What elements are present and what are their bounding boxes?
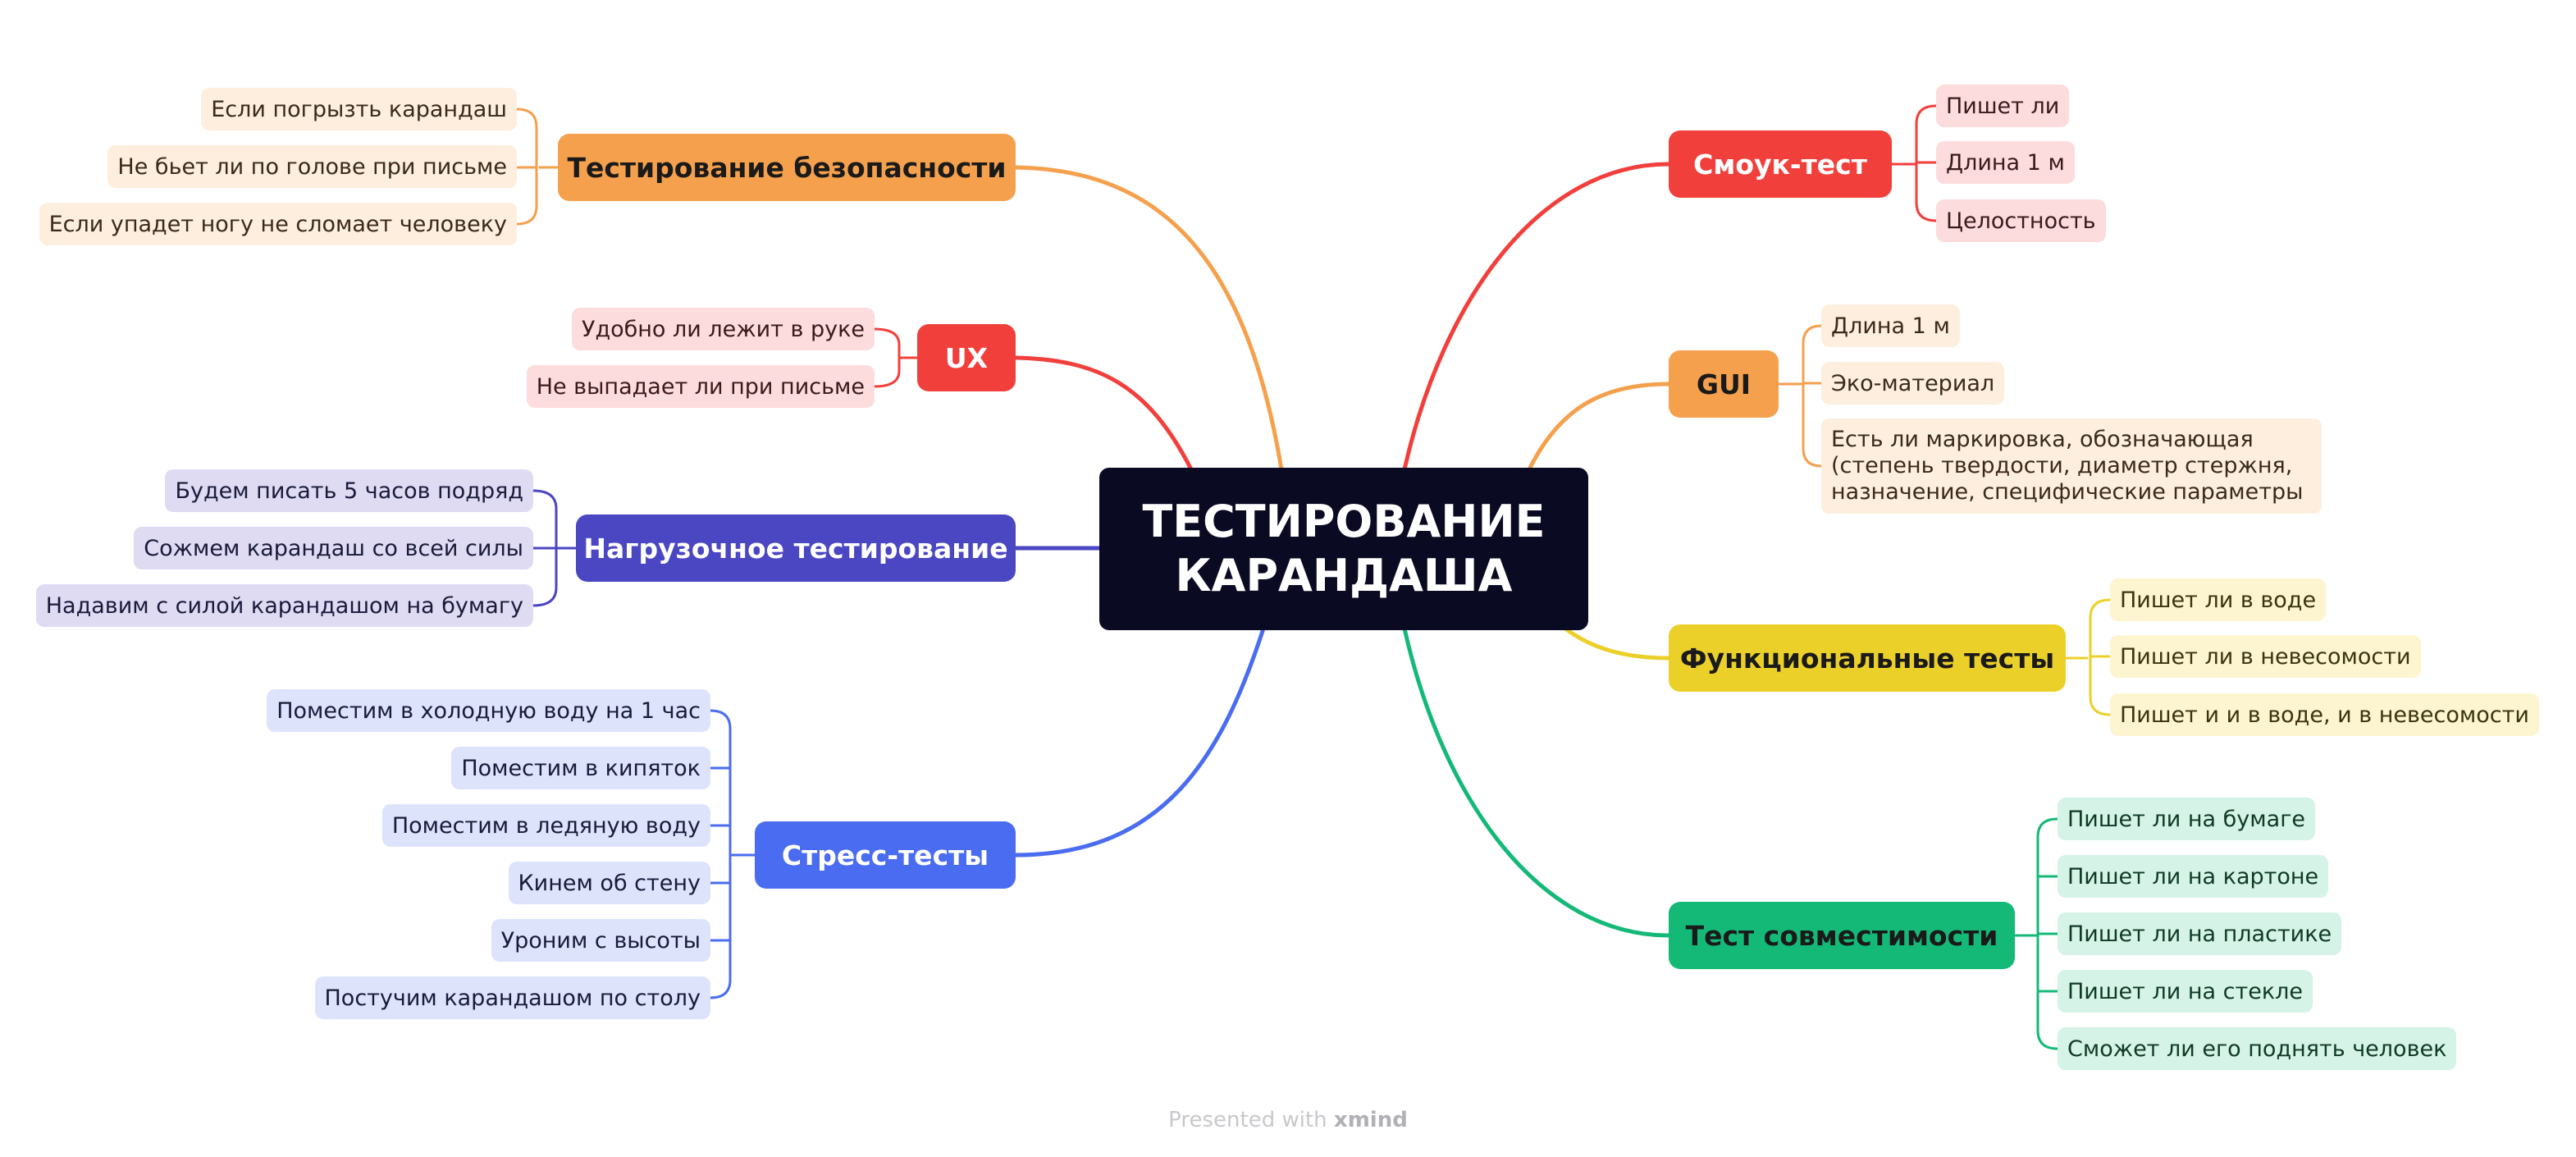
leaf-ux-2[interactable]: Не выпадает ли при письме <box>526 365 875 408</box>
leaf-load-3[interactable]: Надавим с силой карандашом на бумагу <box>35 584 533 627</box>
leaf-compat-5[interactable]: Сможет ли его поднять человек <box>2058 1027 2457 1070</box>
topic-functional-label: Функциональные тесты <box>1679 642 2055 675</box>
leaf-stress-2[interactable]: Поместим в кипяток <box>451 747 710 789</box>
footer-credit: Presented with xmind <box>0 1108 2576 1132</box>
leaf-stress-4[interactable]: Кинем об стену <box>508 862 710 904</box>
leaf-security-1[interactable]: Если погрызть карандаш <box>201 88 517 130</box>
leaf-ux-1[interactable]: Удобно ли лежит в руке <box>571 308 875 350</box>
leaf-compat-4[interactable]: Пишет ли на стекле <box>2058 970 2313 1013</box>
topic-compat[interactable]: Тест совместимости <box>1669 902 2015 969</box>
leaf-load-1[interactable]: Будем писать 5 часов подряд <box>165 469 533 512</box>
connector-ux <box>1013 355 1194 472</box>
topic-load[interactable]: Нагрузочное тестирование <box>576 514 1016 582</box>
leaf-stress-3[interactable]: Поместим в ледяную воду <box>381 804 710 847</box>
bracket-gui <box>1777 324 1823 468</box>
leaf-stress-5[interactable]: Уроним с высоты <box>491 919 710 962</box>
leaf-compat-1[interactable]: Пишет ли на бумаге <box>2058 798 2315 840</box>
connector-smoke <box>1402 162 1671 472</box>
topic-gui[interactable]: GUI <box>1669 350 1779 418</box>
bracket-compat <box>2013 817 2059 1050</box>
leaf-security-2[interactable]: Не бьет ли по голове при письме <box>107 145 517 188</box>
leaf-gui-1[interactable]: Длина 1 м <box>1821 304 1960 347</box>
leaf-gui-2[interactable]: Эко-материал <box>1821 362 2005 405</box>
connector-gui <box>1527 382 1671 472</box>
connector-functional <box>1563 626 1671 661</box>
central-topic-line1: ТЕСТИРОВАНИЕ <box>1142 496 1546 547</box>
bracket-smoke <box>1890 104 1938 222</box>
connector-security <box>1012 165 1284 472</box>
topic-gui-label: GUI <box>1696 368 1752 400</box>
leaf-functional-2[interactable]: Пишет ли в невесомости <box>2110 635 2421 678</box>
central-topic-line2: КАРАНДАША <box>1175 550 1513 601</box>
leaf-smoke-2[interactable]: Длина 1 м <box>1936 141 2075 184</box>
leaf-stress-6[interactable]: Постучим карандашом по столу <box>314 976 710 1019</box>
topic-ux-label: UX <box>944 341 989 374</box>
leaf-security-3[interactable]: Если упадет ногу не сломает человеку <box>39 203 517 245</box>
central-topic[interactable]: ТЕСТИРОВАНИЕ КАРАНДАША <box>1099 468 1588 630</box>
leaf-functional-3[interactable]: Пишет и и в воде, и в невесомости <box>2110 693 2539 736</box>
leaf-compat-2[interactable]: Пишет ли на картоне <box>2058 855 2329 898</box>
bracket-stress <box>709 709 756 999</box>
topic-security-label: Тестирование безопасности <box>567 151 1007 184</box>
leaf-compat-3[interactable]: Пишет ли на пластике <box>2058 912 2342 955</box>
leaf-functional-1[interactable]: Пишет ли в воде <box>2110 578 2327 621</box>
leaf-stress-1[interactable]: Поместим в холодную воду на 1 час <box>267 689 710 732</box>
topic-smoke[interactable]: Смоук-тест <box>1669 130 1892 198</box>
bracket-functional <box>2064 598 2112 716</box>
topic-smoke-label: Смоук-тест <box>1693 148 1867 181</box>
topic-functional[interactable]: Функциональные тесты <box>1669 624 2066 692</box>
leaf-smoke-3[interactable]: Целостность <box>1936 199 2106 242</box>
bracket-load <box>532 489 578 607</box>
bracket-ux <box>873 327 919 388</box>
bracket-security <box>515 107 560 226</box>
topic-stress-label: Стресс-тесты <box>781 839 989 871</box>
connector-stress <box>1013 626 1266 857</box>
topic-load-label: Нагрузочное тестирование <box>583 532 1008 565</box>
connector-compat <box>1402 626 1671 938</box>
leaf-load-2[interactable]: Сожмем карандаш со всей силы <box>134 527 533 569</box>
topic-stress[interactable]: Стресс-тесты <box>755 821 1016 889</box>
topic-ux[interactable]: UX <box>917 324 1016 391</box>
topic-security[interactable]: Тестирование безопасности <box>558 134 1016 201</box>
topic-compat-label: Тест совместимости <box>1685 919 1998 952</box>
leaf-gui-3[interactable]: Есть ли маркировка, обозначающая (степен… <box>1821 418 2322 514</box>
leaf-smoke-1[interactable]: Пишет ли <box>1936 85 2070 127</box>
footer-text: Presented with <box>1168 1108 1327 1132</box>
footer-brand[interactable]: xmind <box>1333 1108 1408 1132</box>
